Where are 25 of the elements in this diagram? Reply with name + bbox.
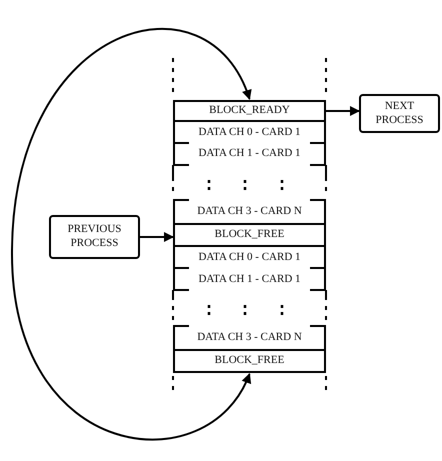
node-label: BLOCK_READY bbox=[209, 104, 290, 118]
buffer-slot bbox=[173, 268, 326, 291]
node-label: DATA CH 3 - CARD N bbox=[197, 204, 302, 218]
buffer-slot bbox=[173, 326, 326, 349]
node-label: DATA CH 3 - CARD N bbox=[197, 330, 302, 344]
node-label: BLOCK_FREE bbox=[214, 354, 284, 368]
node-label: PREVIOUS PROCESS bbox=[66, 223, 122, 251]
node-label: NEXT PROCESS bbox=[374, 100, 424, 128]
buffer-slot bbox=[173, 200, 326, 223]
arrow bbox=[326, 106, 360, 116]
process-box bbox=[49, 215, 140, 259]
buffer-slot bbox=[173, 349, 326, 373]
arrow bbox=[11, 28, 250, 440]
arrow bbox=[140, 232, 174, 242]
buffer-slot bbox=[173, 143, 326, 165]
buffer-slot bbox=[173, 122, 326, 143]
buffer-slot bbox=[173, 223, 326, 247]
process-box bbox=[359, 94, 440, 133]
node-label: DATA CH 1 - CARD 1 bbox=[198, 147, 301, 161]
node-label: DATA CH 0 - CARD 1 bbox=[198, 250, 301, 264]
buffer-slot bbox=[173, 247, 326, 268]
buffer-slot bbox=[173, 100, 326, 122]
node-label: DATA CH 1 - CARD 1 bbox=[198, 272, 301, 286]
node-label: BLOCK_FREE bbox=[214, 228, 284, 242]
node-label: DATA CH 0 - CARD 1 bbox=[198, 126, 301, 140]
